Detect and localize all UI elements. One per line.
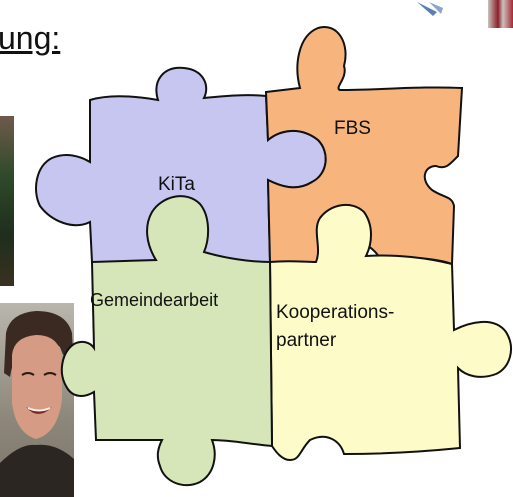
- puzzle-piece-gemeinde: [60, 195, 274, 487]
- person-photo: [0, 303, 74, 497]
- label-gemeindearbeit: Gemeindearbeit: [90, 290, 218, 310]
- person-illustration: [0, 311, 74, 497]
- label-partner: partner: [276, 330, 337, 351]
- label-kita: KiTa: [158, 174, 195, 195]
- photo-fragment: [0, 116, 14, 286]
- brand-logo: [488, 0, 513, 28]
- label-fbs: FBS: [334, 118, 371, 139]
- slide-heading: ung:: [0, 20, 61, 56]
- puzzle-piece-fbs: [264, 26, 464, 266]
- label-kooperations: Kooperations-: [276, 302, 394, 323]
- partner-logo: [415, 0, 449, 22]
- puzzle-piece-partner: [268, 203, 512, 462]
